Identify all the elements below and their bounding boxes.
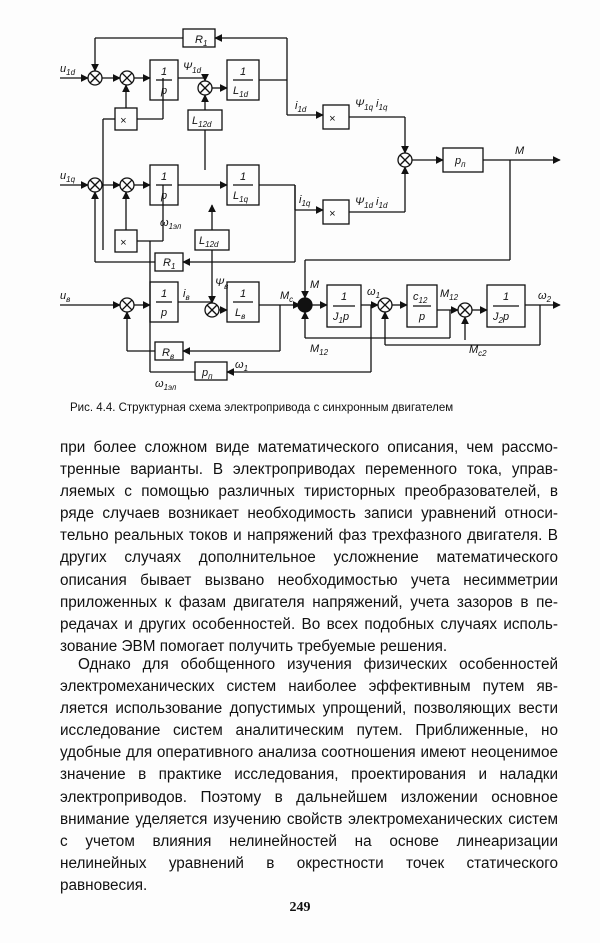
label-omega1: ω1 <box>367 286 380 300</box>
label-psi-e: Ψв <box>215 277 228 291</box>
mult-x2: × <box>120 237 126 249</box>
label-psi1d: Ψ1d <box>183 61 202 75</box>
label-i-e: iв <box>183 288 190 302</box>
label-i1d: i1d <box>295 100 307 114</box>
multiplier-block-3 <box>322 104 350 130</box>
label-ue: uв <box>60 290 70 304</box>
page-number: 249 <box>289 900 311 915</box>
re-label: Rв <box>162 347 174 361</box>
l1d-den: L1d <box>233 85 249 99</box>
label-m12-top: M12 <box>440 288 459 302</box>
l1q-num: 1 <box>240 171 246 183</box>
multiplier-block-4 <box>322 199 350 225</box>
label-m-top: M <box>515 145 525 157</box>
label-mc2: Mc2 <box>469 344 487 358</box>
int-d-num: 1 <box>161 66 167 78</box>
label-u1q: u1q <box>60 170 76 184</box>
label-m12-bottom: M12 <box>310 343 329 357</box>
block-diagram-figure: R1 1 p 1 L1d L12d × × × 1 p 1 L1q × L12d… <box>60 28 561 392</box>
int-q-den: p <box>160 190 167 202</box>
body-paragraph-1: при более сложном виде математического о… <box>60 439 558 655</box>
r1-mid-label: R1 <box>163 257 175 271</box>
label-omega-el-a: ω1эл <box>160 217 182 231</box>
label-omega1-b: ω1 <box>235 359 248 373</box>
label-omega-el-b: ω1эл <box>155 378 177 392</box>
int-d-den: p <box>160 85 167 97</box>
j2-den: J2p <box>492 311 509 325</box>
pn-bottom-label: pп <box>201 367 213 381</box>
j1-den: J1p <box>332 311 349 325</box>
j2-num: 1 <box>503 291 509 303</box>
int-q-num: 1 <box>161 171 167 183</box>
label-u1d: u1d <box>60 63 76 77</box>
l1q-den: L1q <box>233 190 249 204</box>
figure-caption: Рис. 4.4. Структурная схема электроприво… <box>70 402 454 414</box>
j1-num: 1 <box>341 291 347 303</box>
label-mc: Mc <box>280 290 293 304</box>
l1d-num: 1 <box>240 66 246 78</box>
le-den: Lв <box>235 307 245 321</box>
label-i1q: i1q <box>299 194 311 208</box>
le-block <box>226 281 260 323</box>
label-m-small: M <box>310 279 320 291</box>
le-num: 1 <box>240 288 246 300</box>
l12d-b-label: L12d <box>199 235 219 249</box>
r1-top-label: R1 <box>195 34 207 48</box>
sum-junction-m1 <box>297 297 313 313</box>
pn-top-label: pп <box>454 155 466 169</box>
int-e-num: 1 <box>161 288 167 300</box>
c12-den: p <box>418 311 425 323</box>
int-e-den: p <box>160 307 167 319</box>
l12d-a-label: L12d <box>192 115 212 129</box>
mult-x4: × <box>329 208 335 220</box>
body-paragraph-2: Однако для обобщенного изучения физическ… <box>60 656 558 894</box>
c12-num: c12 <box>413 291 428 305</box>
mult-x3: × <box>329 113 335 125</box>
mult-x1: × <box>120 115 126 127</box>
j2-block <box>486 284 526 328</box>
label-omega2: ω2 <box>538 290 552 304</box>
